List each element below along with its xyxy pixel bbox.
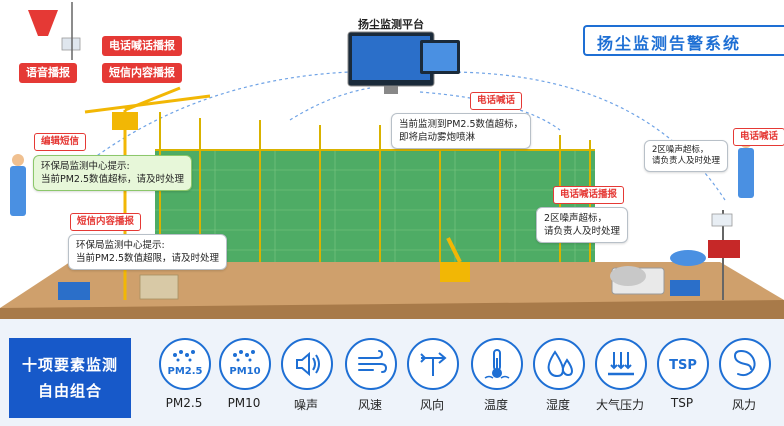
pm25-spray-bubble: 当前监测到PM2.5数值超标， 即将启动雾炮喷淋: [391, 113, 532, 149]
zone2-noise-line-1: 2区噪声超标，: [544, 213, 608, 224]
droplets-icon: [533, 338, 585, 390]
monitoring-station-right: [708, 210, 740, 300]
factor-label-wind-direction: 风向: [419, 398, 444, 412]
pm10-icon: PM10: [219, 338, 271, 390]
pm25-spray-line-2: 即将启动雾炮喷淋: [399, 132, 476, 143]
worker-left: [12, 154, 24, 166]
material-stack: [139, 274, 179, 300]
factor-label-noise: 噪声: [293, 398, 318, 412]
combo-line-2: 自由组合: [37, 382, 102, 400]
system-title: 扬尘监测告警系统: [583, 25, 784, 56]
monitor-side-screen: [423, 43, 457, 71]
factor-wind-speed: 风速: [340, 338, 400, 418]
factor-tsp: TSP TSP: [652, 338, 712, 418]
epb-notice-2-line-2: 当前PM2.5数值超限，请及时处理: [76, 253, 220, 264]
ten-factor-combo-box: 十项要素监测 自由组合: [9, 338, 131, 418]
speaker-icon: [281, 338, 333, 390]
excavator-arm: [446, 237, 462, 263]
loudspeaker-horn: [28, 10, 58, 36]
pm10-icon-text: PM10: [229, 366, 260, 377]
monitor-main-screen: [352, 36, 430, 80]
factor-label-pm10: PM10: [227, 396, 261, 410]
sms-broadcast-badge: 短信内容播报: [102, 63, 182, 83]
phone-call-center-tag: 电话喊话: [470, 92, 523, 110]
pm25-icon: PM2.5: [159, 338, 211, 390]
zone2-noise-bubble: 2区噪声超标， 请负责人及时处理: [536, 207, 629, 243]
wind-speed-icon: [345, 338, 397, 390]
cement-drum: [610, 266, 646, 286]
factor-label-pm25: PM2.5: [165, 396, 203, 410]
monitor-stand: [384, 86, 398, 94]
building-frame: [155, 150, 595, 262]
epb-notice-1-line-2: 当前PM2.5数值超标，请及时处理: [41, 174, 185, 185]
blue-crate-right: [670, 280, 700, 296]
epb-notice-2-line-1: 环保局监测中心提示:: [76, 240, 165, 251]
zone2-noise-call-bubble: 2区噪声超标， 请负责人及时处理: [644, 140, 729, 172]
factor-wind-direction: 风向: [402, 338, 462, 418]
pm25-spray-line-1: 当前监测到PM2.5数值超标，: [399, 119, 524, 130]
pm25-icon-text: PM2.5: [168, 366, 203, 377]
thermometer-icon: [471, 338, 523, 390]
tsp-icon: TSP: [657, 338, 709, 390]
pressure-icon: [595, 338, 647, 390]
platform-label: 扬尘监测平台: [358, 18, 424, 31]
worker-left-body: [10, 166, 26, 216]
factor-pm10: PM10 PM10: [214, 338, 274, 418]
crane-cab: [112, 112, 138, 130]
blue-crate: [58, 282, 90, 300]
excavator: [440, 262, 470, 282]
ground-slab-front: [0, 300, 784, 319]
phone-call-broadcast-tag: 电话喊话播报: [553, 186, 625, 204]
factor-label-tsp: TSP: [670, 396, 694, 410]
combo-line-1: 十项要素监测: [21, 356, 118, 374]
epb-notice-1-line-1: 环保局监测中心提示:: [41, 161, 130, 172]
factor-temperature: 温度: [466, 338, 526, 418]
factor-pressure: 大气压力: [590, 338, 650, 418]
phone-call-right-tag: 电话喊话: [733, 128, 784, 146]
monitor-box-top: [61, 37, 81, 51]
wind-power-icon: [719, 338, 771, 390]
fog-cannon: [670, 250, 706, 266]
factor-label-wind-power: 风力: [731, 398, 756, 412]
wind-vane-icon: [407, 338, 459, 390]
zone2-noise-line-2: 请负责人及时处理: [544, 226, 621, 237]
signal-arc-mid: [289, 87, 371, 121]
factor-noise: 噪声: [276, 338, 336, 418]
factor-wind-power: 风力: [714, 338, 774, 418]
system-title-text: 扬尘监测告警系统: [597, 34, 742, 53]
zone2-noise-call-line-2: 请负责人及时处理: [652, 156, 721, 166]
factor-pm25: PM2.5 PM2.5: [154, 338, 214, 418]
factor-humidity: 湿度: [528, 338, 588, 418]
sms-content-broadcast-tag: 短信内容播报: [70, 213, 142, 231]
voice-broadcast-badge: 语音播报: [19, 63, 77, 83]
phone-call-broadcast-badge: 电话喊话播报: [102, 36, 182, 56]
factor-label-pressure: 大气压力: [595, 398, 644, 412]
zone2-noise-call-line-1: 2区噪声超标，: [652, 145, 709, 155]
epb-notice-bubble-1: 环保局监测中心提示: 当前PM2.5数值超标，请及时处理: [33, 155, 193, 191]
factor-label-temperature: 温度: [483, 398, 508, 412]
worker-right-body: [738, 148, 754, 198]
epb-notice-bubble-2: 环保局监测中心提示: 当前PM2.5数值超限，请及时处理: [68, 234, 228, 270]
tsp-icon-text: TSP: [669, 358, 697, 373]
factor-label-wind-speed: 风速: [357, 398, 382, 412]
edit-sms-tag: 编辑短信: [34, 133, 87, 151]
signal-arc-right: [439, 71, 726, 201]
factor-label-humidity: 湿度: [545, 398, 570, 412]
